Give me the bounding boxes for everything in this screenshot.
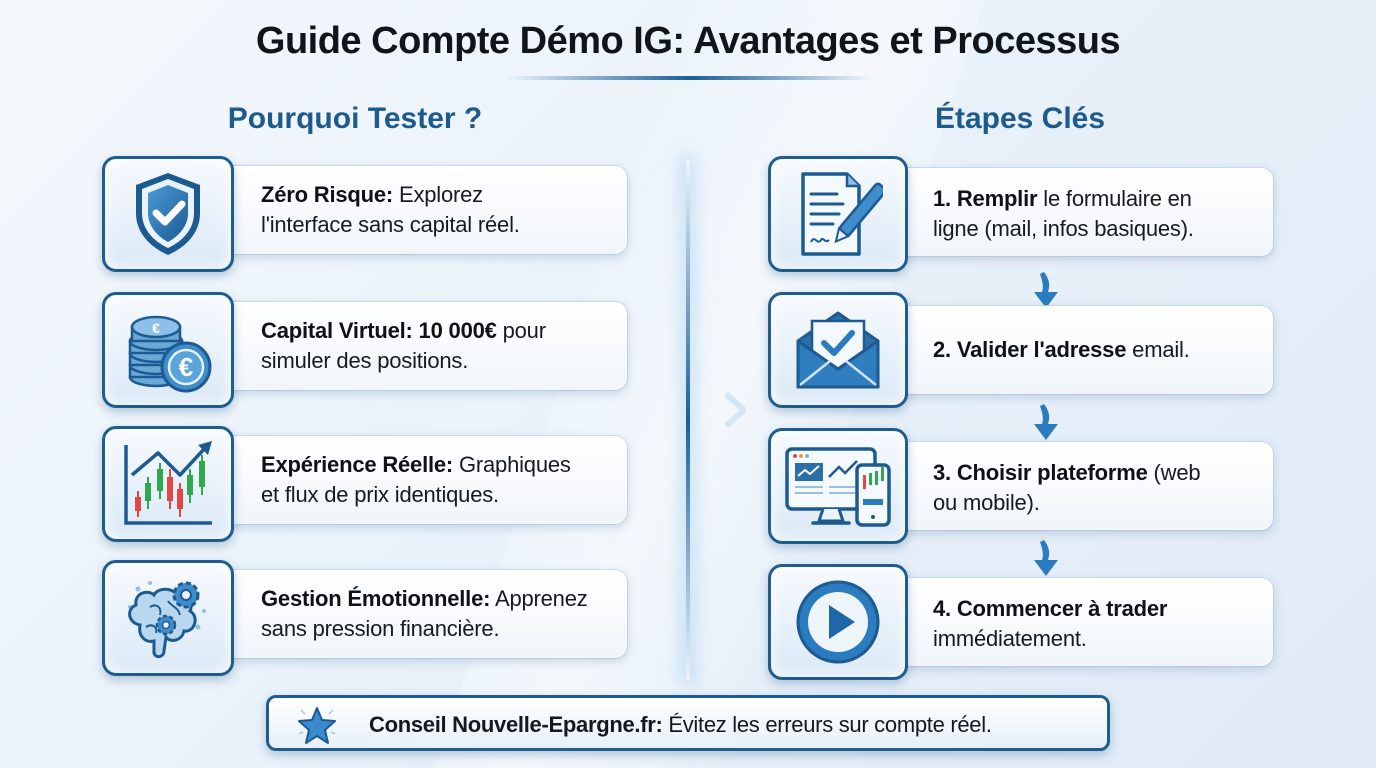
benefit-card: Gestion Émotionnelle: Apprenez sans pres… [197, 570, 627, 658]
column-divider [686, 160, 690, 680]
step-card: 4. Commencer à trader immédiatement. [863, 578, 1273, 666]
step-item: 3. Choisir plateforme (web ou mobile). [768, 428, 1278, 548]
tip-label: Conseil Nouvelle-Epargne.fr: [369, 712, 663, 737]
step-label: 1. Remplir [933, 186, 1038, 211]
step-card: 1. Remplir le formulaire en ligne (mail,… [863, 168, 1273, 256]
benefit-desc: Explorez [393, 182, 483, 207]
tip-text: Conseil Nouvelle-Epargne.fr: Évitez les … [369, 711, 992, 739]
benefit-icon-tile [102, 560, 234, 676]
step-desc-line2: ligne (mail, infos basiques). [933, 216, 1194, 241]
star-icon [298, 707, 336, 744]
step-desc-line2: ou mobile). [933, 490, 1040, 515]
step-text: 3. Choisir plateforme (web ou mobile). [933, 458, 1201, 518]
step-text: 2. Valider l'adresse email. [933, 335, 1190, 365]
title-underline [505, 76, 875, 80]
benefit-desc: Apprenez [490, 586, 588, 611]
benefit-desc: Graphiques [453, 452, 571, 477]
step-icon-tile [768, 428, 908, 544]
desktop-mobile-icon [785, 447, 891, 527]
step-text: 4. Commencer à trader immédiatement. [933, 594, 1167, 654]
step-desc-line2: immédiatement. [933, 626, 1087, 651]
benefit-card: Zéro Risque: Explorez l'interface sans c… [197, 166, 627, 254]
arrow-down-icon [1034, 540, 1058, 576]
step-card: 2. Valider l'adresse email. [863, 306, 1273, 394]
arrow-down-icon [1034, 272, 1058, 308]
benefit-item: Gestion Émotionnelle: Apprenez sans pres… [102, 560, 632, 680]
step-icon-tile [768, 156, 908, 272]
tip-banner: Conseil Nouvelle-Epargne.fr: Évitez les … [266, 695, 1110, 751]
step-desc: le formulaire en [1037, 186, 1192, 211]
play-circle-icon [796, 580, 880, 664]
step-desc: email. [1126, 337, 1190, 362]
benefit-label: Capital Virtuel: 10 000€ [261, 318, 497, 343]
benefit-text: Zéro Risque: Explorez l'interface sans c… [261, 180, 520, 240]
benefit-desc-line2: et flux de prix identiques. [261, 482, 499, 507]
benefit-card: Capital Virtuel: 10 000€ pour simuler de… [197, 302, 627, 390]
candlestick-chart-icon [124, 441, 212, 525]
svg-text:€: € [179, 352, 193, 382]
benefit-icon-tile [102, 156, 234, 272]
step-label: 4. Commencer à trader [933, 596, 1168, 621]
benefit-label: Expérience Réelle: [261, 452, 454, 477]
benefit-desc-line2: l'interface sans capital réel. [261, 212, 520, 237]
step-desc: (web [1147, 460, 1201, 485]
benefit-label: Gestion Émotionnelle: [261, 586, 491, 611]
benefit-icon-tile [102, 426, 234, 542]
benefit-icon-tile: € € [102, 292, 234, 408]
benefit-item: Zéro Risque: Explorez l'interface sans c… [102, 156, 632, 276]
section-title-key-steps: Étapes Clés [934, 102, 1106, 135]
step-icon-tile [768, 292, 908, 408]
shield-check-icon [136, 173, 200, 255]
benefit-card: Expérience Réelle: Graphiques et flux de… [197, 436, 627, 524]
benefit-text: Capital Virtuel: 10 000€ pour simuler de… [261, 316, 546, 376]
envelope-check-icon [796, 311, 880, 389]
step-icon-tile [768, 564, 908, 680]
benefit-text: Expérience Réelle: Graphiques et flux de… [261, 450, 571, 510]
step-label: 2. Valider l'adresse [933, 337, 1127, 362]
benefit-desc: pour [496, 318, 546, 343]
step-card: 3. Choisir plateforme (web ou mobile). [863, 442, 1273, 530]
form-pen-icon [801, 172, 883, 256]
step-item: 4. Commencer à trader immédiatement. [768, 564, 1278, 684]
benefit-item: Capital Virtuel: 10 000€ pour simuler de… [102, 292, 632, 412]
tip-message: Évitez les erreurs sur compte réel. [662, 712, 992, 737]
svg-text:€: € [152, 320, 160, 336]
brain-gears-icon [128, 581, 206, 659]
step-label: 3. Choisir plateforme [933, 460, 1148, 485]
benefit-text: Gestion Émotionnelle: Apprenez sans pres… [261, 584, 588, 644]
benefit-desc-line2: simuler des positions. [261, 348, 469, 373]
euro-coins-icon: € € [128, 315, 212, 393]
section-title-why-test: Pourquoi Tester ? [227, 102, 483, 135]
benefit-item: Expérience Réelle: Graphiques et flux de… [102, 426, 632, 546]
step-item: 2. Valider l'adresse email. [768, 292, 1278, 412]
chevron-right-icon [724, 392, 746, 428]
step-item: 1. Remplir le formulaire en ligne (mail,… [768, 156, 1278, 276]
benefit-label: Zéro Risque: [261, 182, 394, 207]
arrow-down-icon [1034, 404, 1058, 440]
step-text: 1. Remplir le formulaire en ligne (mail,… [933, 184, 1194, 244]
benefit-desc-line2: sans pression financière. [261, 616, 500, 641]
page-title: Guide Compte Démo IG: Avantages et Proce… [255, 20, 1121, 62]
